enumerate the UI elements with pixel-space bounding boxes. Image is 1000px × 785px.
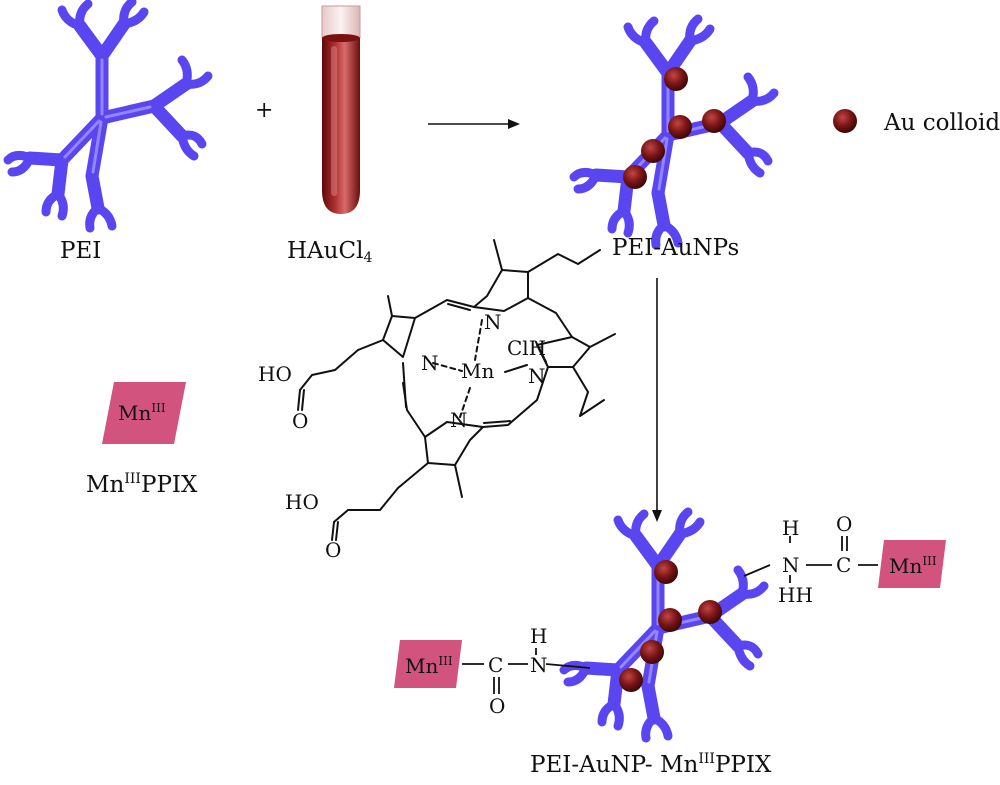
atom-n-right: N — [528, 364, 546, 388]
pei-aunps-icon — [574, 19, 774, 245]
mnppix-label: MnIIIPPIX — [86, 471, 198, 498]
mniii-badge-label: MnIII — [118, 401, 166, 425]
final-product-label: PEI-AuNP- MnIIIPPIX — [530, 751, 772, 778]
right-mniii-badge-label: MnIII — [889, 554, 937, 578]
pei-dendrimer-icon — [8, 2, 208, 228]
pei-label: PEI — [60, 238, 102, 264]
porphyrin-structure — [297, 239, 616, 541]
right-linker-o: O — [836, 512, 853, 536]
right-amide-linker — [743, 536, 878, 583]
left-linker-h: H — [530, 624, 548, 648]
pei-aunps-label: PEI-AuNPs — [612, 235, 740, 261]
left-mniii-badge-label: MnIII — [405, 654, 453, 678]
atom-n-top: N — [484, 310, 502, 334]
atom-ho-top: HO — [258, 362, 292, 386]
left-linker-n: N — [530, 653, 548, 677]
plus-sign: + — [255, 98, 274, 123]
atom-mn: Mn — [461, 359, 495, 383]
left-amide-linker — [462, 648, 591, 694]
right-linker-hh: HH — [778, 583, 813, 607]
au-nanoparticles — [623, 67, 726, 189]
atom-clh: ClH — [507, 336, 547, 360]
reaction-arrow-horizontal — [428, 119, 520, 129]
final-conjugate-icon — [564, 512, 764, 738]
reaction-arrow-vertical — [652, 278, 662, 522]
right-mniii-badge-shape — [878, 540, 946, 588]
test-tube-icon — [321, 5, 361, 214]
au-colloid-legend-icon — [833, 109, 857, 133]
haucl4-label: HAuCl4 — [287, 238, 373, 266]
au-colloid-label: Au colloid — [884, 110, 1000, 136]
right-linker-h: H — [782, 516, 800, 540]
atom-o-top: O — [292, 409, 309, 433]
left-linker-c: C — [488, 653, 504, 677]
left-mniii-badge-shape — [394, 640, 462, 688]
atom-n-left: N — [421, 351, 439, 375]
right-linker-n: N — [782, 553, 800, 577]
atom-n-bottom: N — [450, 408, 468, 432]
atom-ho-bottom: HO — [285, 490, 319, 514]
left-linker-o: O — [489, 694, 506, 718]
final-au-nanoparticles — [619, 560, 722, 692]
mniii-badge-shape — [102, 382, 186, 444]
atom-o-bottom: O — [325, 538, 342, 562]
right-linker-c: C — [836, 553, 852, 577]
